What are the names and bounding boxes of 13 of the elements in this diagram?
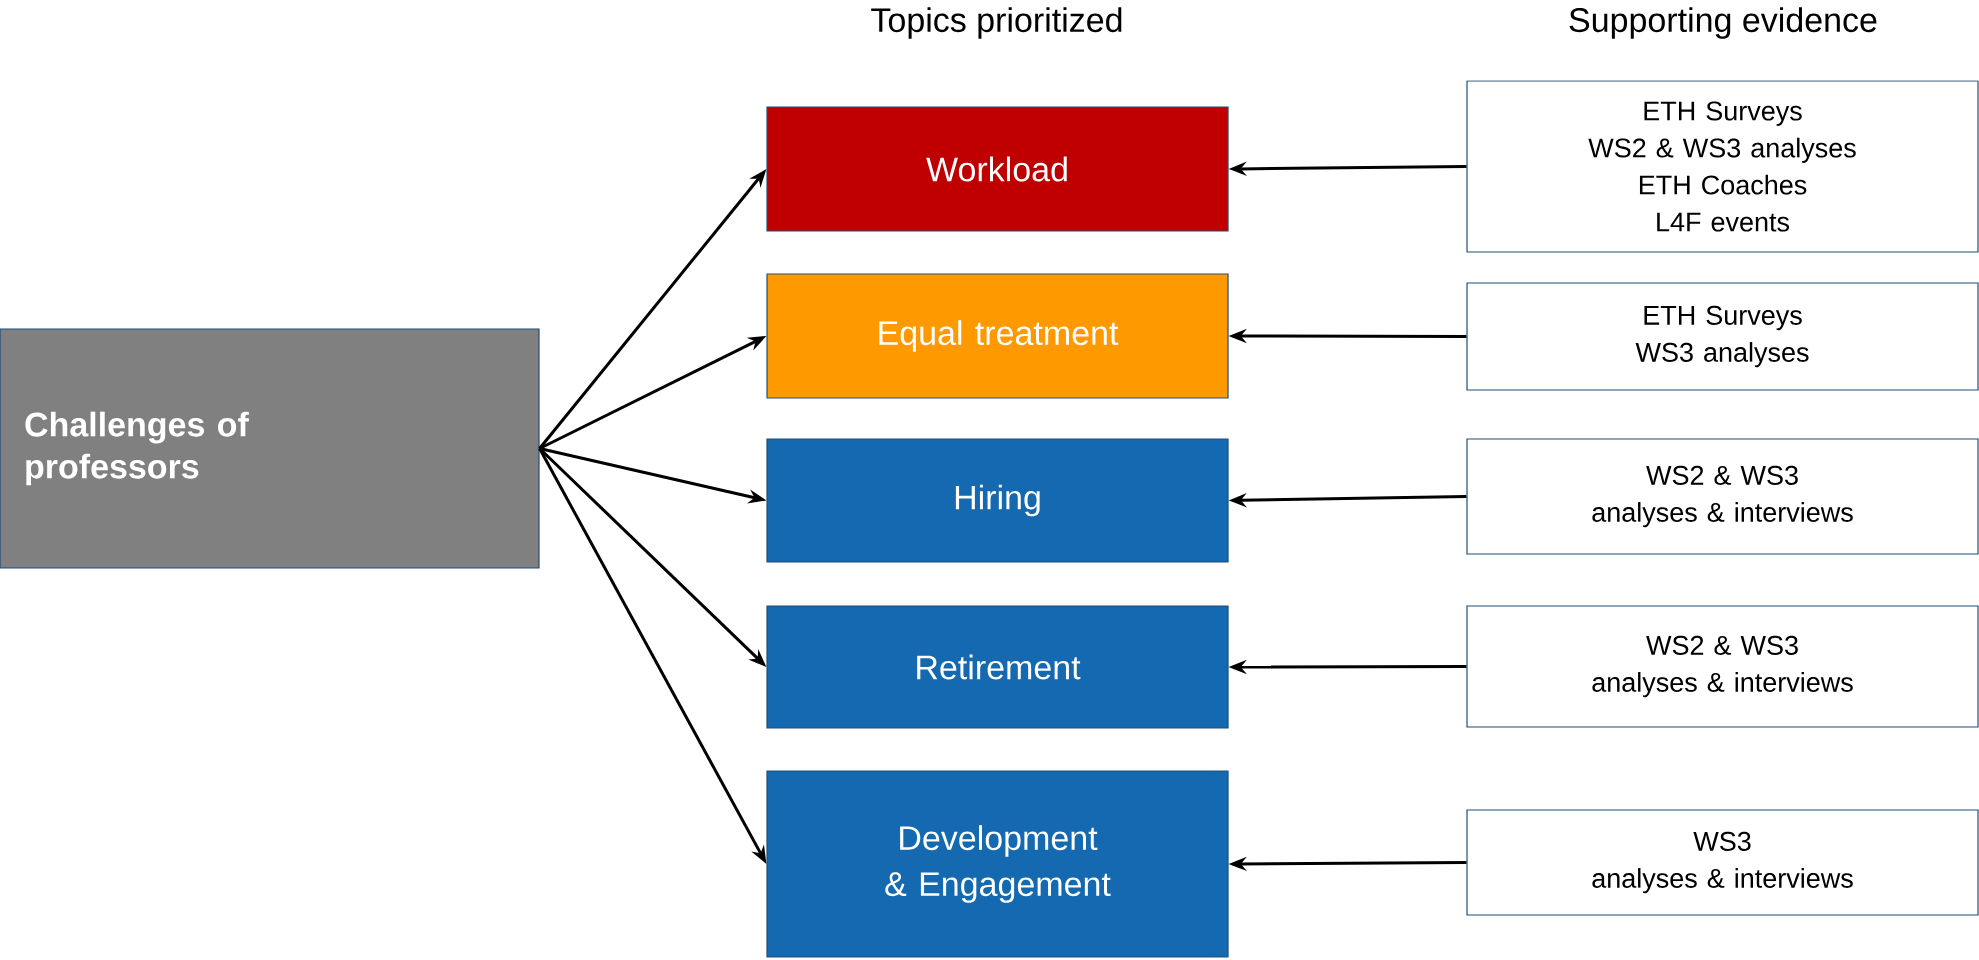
topic-box: Workload (766, 106, 1229, 232)
evidence-box: WS3 analyses & interviews (1466, 809, 1979, 916)
evidence-box: WS2 & WS3 analyses & interviews (1466, 438, 1979, 555)
evidence-box: WS2 & WS3 analyses & interviews (1466, 605, 1979, 728)
column-heading: Topics prioritized (871, 7, 1122, 39)
topic-box: Hiring (766, 438, 1229, 563)
evidence-box: ETH Surveys WS3 analyses (1466, 282, 1979, 391)
topic-box: Development & Engagement (766, 770, 1229, 958)
challenge-box: Challenges of professors (0, 328, 540, 569)
topic-box: Retirement (766, 605, 1229, 729)
evidence-box: ETH Surveys WS2 & WS3 analyses ETH Coaches L4F events (1466, 80, 1979, 253)
topic-box: Equal treatment (766, 273, 1229, 399)
column-heading: Supporting evidence (1569, 7, 1877, 39)
